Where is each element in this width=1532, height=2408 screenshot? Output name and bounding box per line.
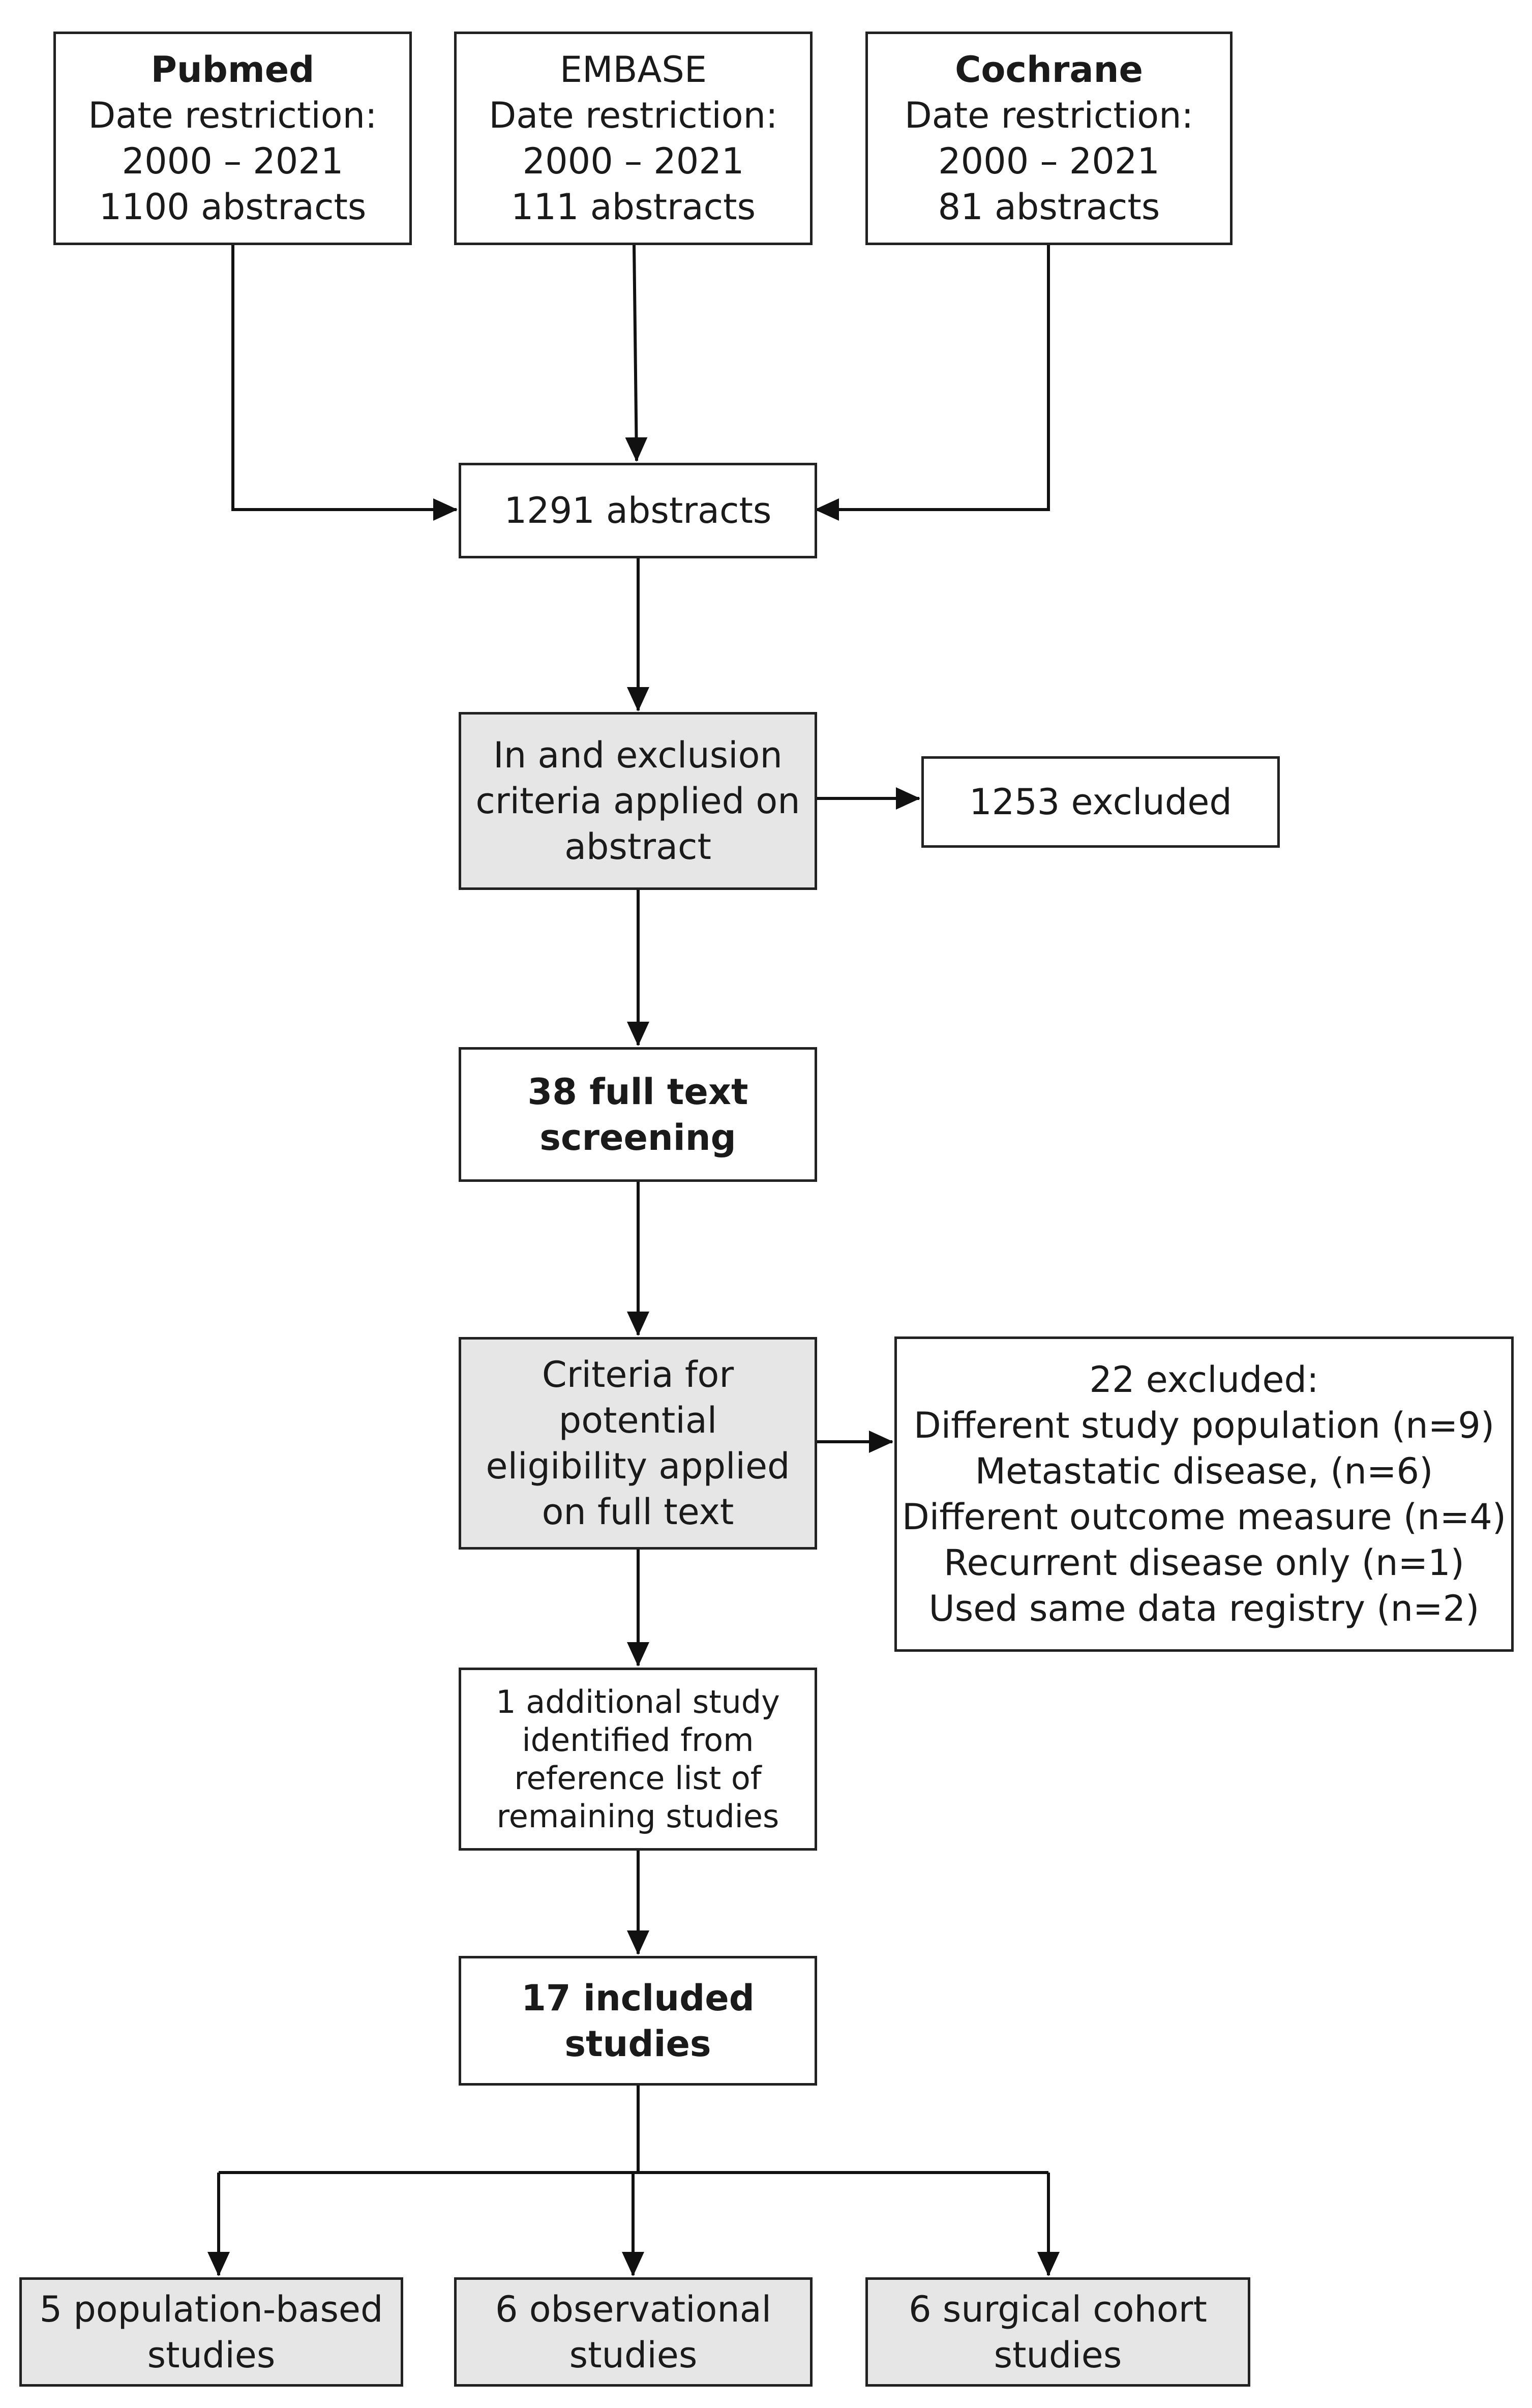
abstract-screening-box: In and exclusion criteria applied on abs…	[459, 712, 817, 890]
excluded-reason-item: Used same data registry (n=2)	[928, 1588, 1480, 1629]
source-embase-date-range: 2000 – 2021	[522, 140, 744, 182]
source-cochrane-date-label: Date restriction:	[904, 95, 1194, 136]
included-studies-line-2: studies	[564, 2023, 711, 2065]
excluded-reason-item: Metastatic disease, (n=6)	[975, 1450, 1433, 1492]
source-pubmed-count: 1100 abstracts	[99, 186, 367, 228]
eligibility-line-4: on full text	[542, 1491, 734, 1533]
arrow-cochrane-to-combined	[815, 244, 1050, 521]
arrow-pubmed-to-combined	[231, 244, 458, 521]
eligibility-line-3: eligibility applied	[486, 1445, 790, 1487]
arrow-embase-to-combined	[625, 244, 648, 462]
source-embase-date-label: Date restriction:	[489, 95, 778, 136]
source-embase-box: EMBASE Date restriction: 2000 – 2021 111…	[454, 32, 813, 245]
category-surgical-line-2: studies	[994, 2334, 1122, 2376]
source-pubmed-date-range: 2000 – 2021	[122, 140, 344, 182]
included-studies-box: 17 included studies	[459, 1956, 817, 2086]
fulltext-excluded-title: 22 excluded:	[1089, 1359, 1319, 1401]
additional-study-line-3: reference list of	[514, 1760, 762, 1797]
source-cochrane-title: Cochrane	[955, 49, 1143, 91]
source-cochrane-box: Cochrane Date restriction: 2000 – 2021 8…	[865, 32, 1233, 245]
included-studies-line-1: 17 included	[521, 1977, 755, 2019]
source-pubmed-box: Pubmed Date restriction: 2000 – 2021 110…	[53, 32, 412, 245]
source-pubmed-date-label: Date restriction:	[88, 95, 377, 136]
abstract-excluded-box: 1253 excluded	[921, 756, 1280, 848]
category-surgical-line-1: 6 surgical cohort	[909, 2288, 1207, 2330]
additional-study-line-2: identified from	[522, 1721, 754, 1759]
excluded-reason-item: Different outcome measure (n=4)	[902, 1496, 1507, 1538]
additional-study-box: 1 additional study identified from refer…	[459, 1668, 817, 1851]
abstract-screening-line-2: criteria applied on	[475, 780, 800, 822]
source-cochrane-count: 81 abstracts	[938, 186, 1160, 228]
category-observational-line-1: 6 observational	[495, 2288, 772, 2330]
category-observational-line-2: studies	[569, 2334, 698, 2376]
fulltext-screening-line-1: 38 full text	[527, 1071, 748, 1113]
excluded-reason-item: Recurrent disease only (n=1)	[944, 1542, 1464, 1584]
source-pubmed-title: Pubmed	[151, 49, 315, 91]
abstract-screening-line-1: In and exclusion	[493, 734, 783, 776]
fulltext-screening-line-2: screening	[539, 1116, 736, 1158]
category-population-line-2: studies	[147, 2334, 276, 2376]
source-embase-title: EMBASE	[559, 49, 707, 91]
abstract-excluded-label: 1253 excluded	[969, 781, 1232, 823]
additional-study-line-1: 1 additional study	[496, 1683, 780, 1720]
fulltext-screening-box: 38 full text screening	[459, 1047, 817, 1182]
source-cochrane-date-range: 2000 – 2021	[938, 140, 1160, 182]
excluded-reason-item: Different study population (n=9)	[913, 1405, 1495, 1446]
eligibility-line-2: potential	[558, 1400, 717, 1441]
category-observational-box: 6 observational studies	[454, 2277, 813, 2387]
fulltext-excluded-box: 22 excluded: Different study population …	[894, 1336, 1514, 1652]
combined-abstracts-label: 1291 abstracts	[504, 490, 772, 531]
category-population-line-1: 5 population-based	[39, 2288, 383, 2330]
category-population-box: 5 population-based studies	[19, 2277, 403, 2387]
eligibility-line-1: Criteria for	[542, 1354, 734, 1395]
eligibility-box: Criteria for potential eligibility appli…	[459, 1337, 817, 1550]
source-embase-count: 111 abstracts	[510, 186, 756, 228]
combined-abstracts-box: 1291 abstracts	[459, 463, 817, 558]
additional-study-line-4: remaining studies	[496, 1798, 779, 1835]
category-surgical-box: 6 surgical cohort studies	[865, 2277, 1250, 2387]
abstract-screening-line-3: abstract	[564, 826, 711, 868]
